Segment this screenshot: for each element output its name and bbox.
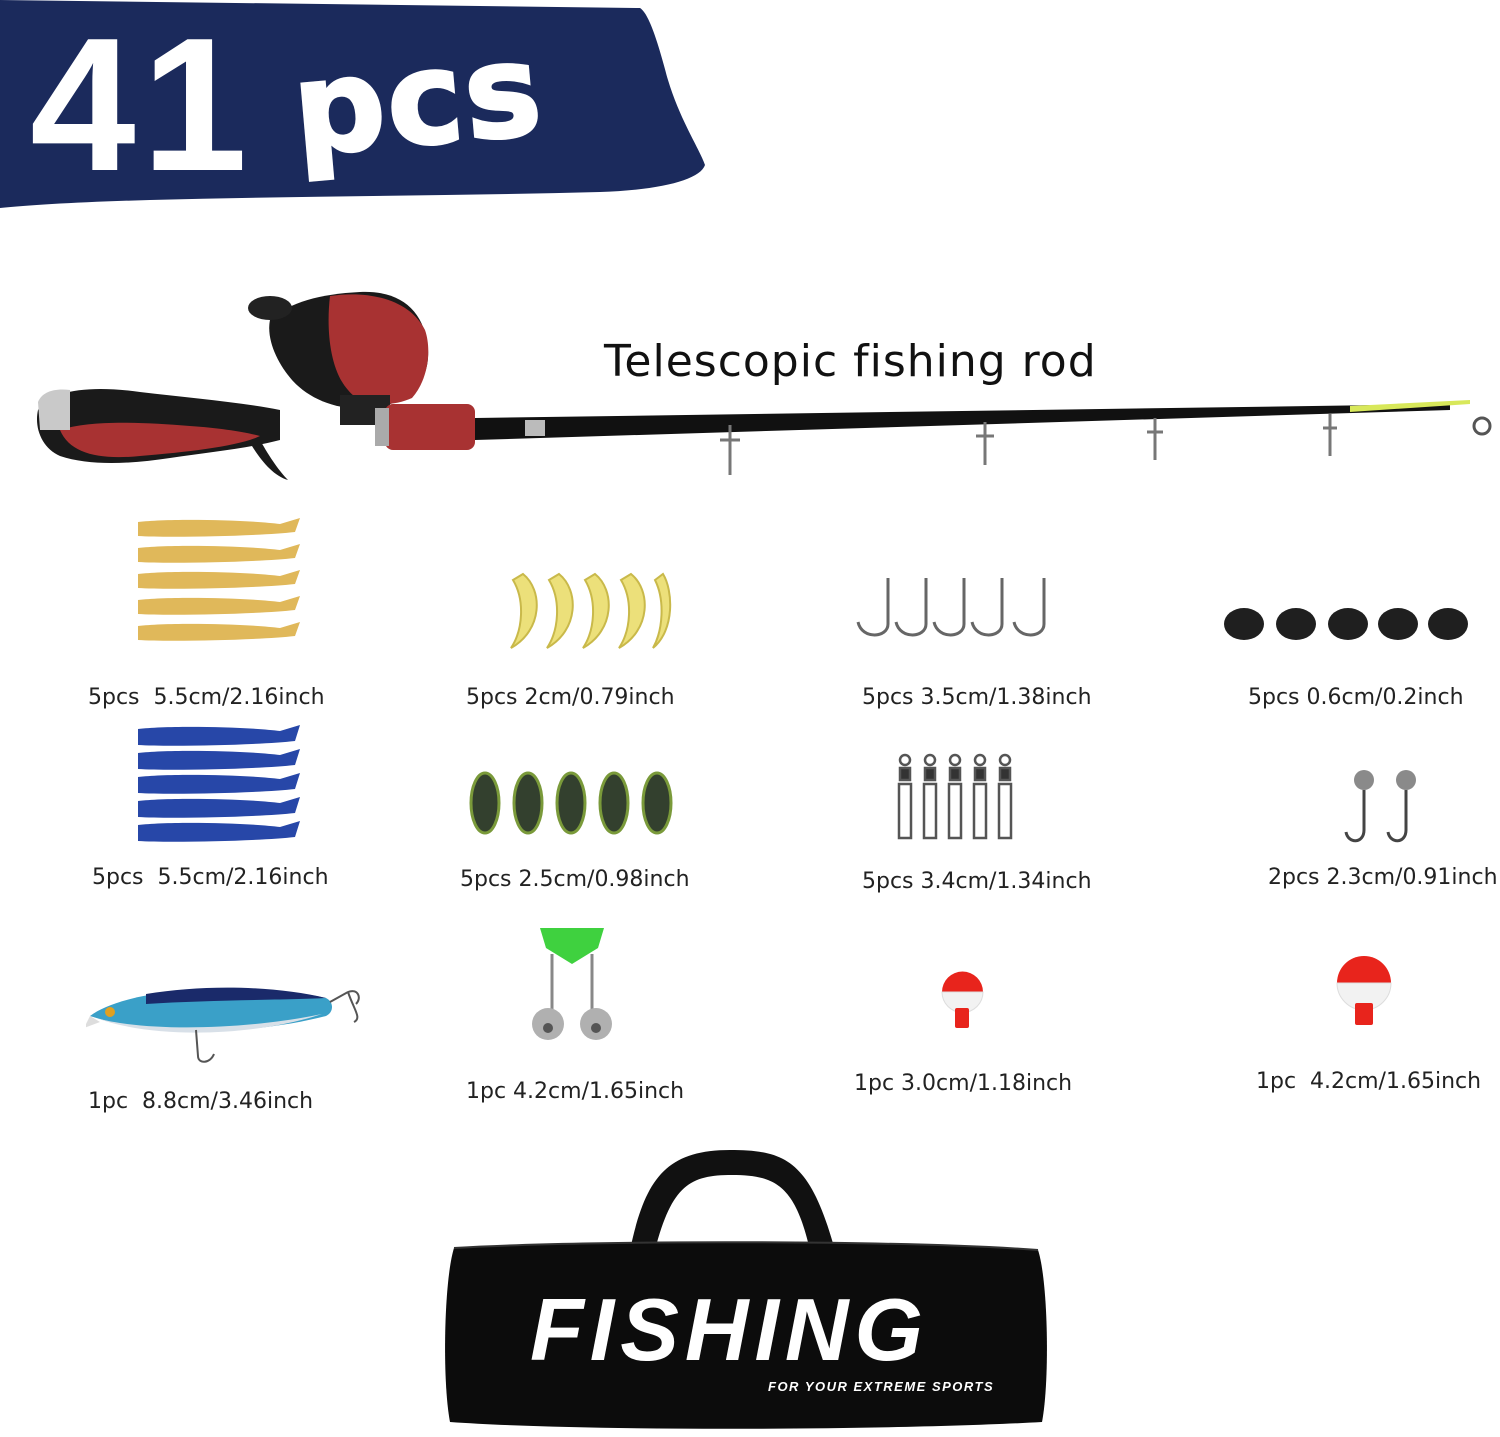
bag-tagline: FOR YOUR EXTREME SPORTS [768, 1379, 995, 1394]
bite-alarm-bell-icon [522, 924, 622, 1049]
item-caption: 1pc 3.0cm/1.18inch [854, 1071, 1073, 1096]
bag-brand: FISHING [530, 1280, 929, 1379]
swivel-snap-icon [893, 752, 1018, 844]
item-caption: 5pcs 5.5cm/2.16inch [88, 685, 325, 710]
item-caption: 5pcs 2cm/0.79inch [466, 685, 675, 710]
item-caption: 1pc 4.2cm/1.65inch [1256, 1069, 1482, 1094]
carry-bag-icon [445, 1150, 1047, 1429]
yellow-grub-icon [503, 570, 673, 652]
split-shot-sinker-icon [1222, 604, 1472, 644]
cricket-bait-icon [463, 765, 683, 840]
banner-background [0, 0, 705, 208]
minnow-crankbait-icon [86, 978, 366, 1068]
large-bobber-icon [1335, 955, 1393, 1027]
item-caption: 5pcs 3.5cm/1.38inch [862, 685, 1092, 710]
blue-soft-worm-icon [130, 725, 305, 850]
item-caption: 5pcs 5.5cm/2.16inch [92, 865, 329, 890]
gold-soft-worm-icon [130, 518, 305, 653]
item-caption: 2pcs 2.3cm/0.91inch [1268, 865, 1498, 890]
rod-title: Telescopic fishing rod [604, 336, 1097, 387]
banner-unit: pcs [286, 14, 551, 187]
fishing-rod-icon [36, 291, 1492, 480]
item-caption: 5pcs 0.6cm/0.2inch [1248, 685, 1464, 710]
jig-head-hook-icon [1342, 768, 1427, 848]
fish-hook-icon [852, 574, 1057, 644]
small-bobber-icon [940, 970, 985, 1030]
banner-count: 41 [30, 0, 254, 211]
item-caption: 1pc 8.8cm/3.46inch [88, 1089, 314, 1114]
item-caption: 5pcs 3.4cm/1.34inch [862, 869, 1092, 894]
item-caption: 1pc 4.2cm/1.65inch [466, 1079, 685, 1104]
item-caption: 5pcs 2.5cm/0.98inch [460, 867, 690, 892]
